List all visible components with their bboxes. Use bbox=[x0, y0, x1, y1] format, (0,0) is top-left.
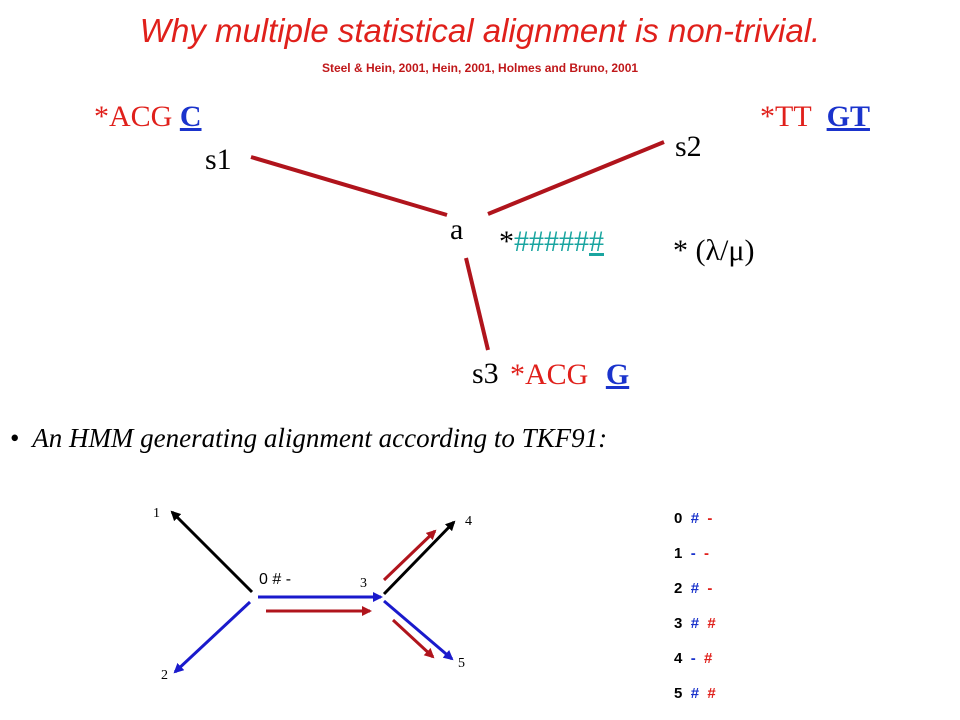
table-state: 5 bbox=[674, 685, 683, 702]
seq-a-star: * bbox=[499, 225, 514, 258]
table-state: 0 bbox=[674, 510, 683, 527]
arrow-red-3-to-5 bbox=[391, 618, 435, 659]
table-col1: - bbox=[690, 545, 696, 562]
table-col2: # bbox=[707, 685, 716, 702]
seq-s2: *TT GT bbox=[760, 100, 870, 134]
seq-s3-prefix: *ACG bbox=[510, 358, 589, 391]
node-label-s2: s2 bbox=[675, 130, 702, 163]
hmm-center-label: 0 # - bbox=[259, 571, 292, 588]
table-col2: - bbox=[707, 580, 713, 597]
node-label-s1: s1 bbox=[205, 143, 232, 176]
rate-ratio: * (λ/μ) bbox=[673, 234, 755, 267]
hmm-state-3: 3 bbox=[360, 576, 367, 591]
node-label-s3: s3 bbox=[472, 357, 499, 390]
table-col2: # bbox=[704, 650, 713, 667]
arrow-3-to-5 bbox=[383, 599, 454, 661]
seq-s1: *ACG C bbox=[94, 100, 202, 134]
branch-a-s3 bbox=[464, 257, 490, 351]
arrow-0-to-2 bbox=[173, 600, 252, 674]
slide-title: Why multiple statistical alignment is no… bbox=[139, 12, 821, 49]
branch-a-s2 bbox=[487, 140, 665, 216]
seq-s1-prefix: *ACG bbox=[94, 100, 173, 133]
node-label-a: a bbox=[450, 213, 464, 246]
hmm-state-1: 1 bbox=[153, 506, 160, 521]
table-row: 4 - # bbox=[674, 650, 716, 685]
table-state: 2 bbox=[674, 580, 683, 597]
bullet-line: • An HMM generating alignment according … bbox=[10, 423, 607, 454]
seq-s2-last: GT bbox=[826, 100, 870, 133]
table-row: 1 - - bbox=[674, 545, 716, 580]
table-row: 2 # - bbox=[674, 580, 716, 615]
table-col1: # bbox=[690, 685, 700, 702]
table-col2: - bbox=[707, 510, 713, 527]
bullet-text: An HMM generating alignment according to… bbox=[32, 423, 608, 453]
branch-a-s1 bbox=[250, 155, 448, 217]
table-col1: # bbox=[690, 510, 700, 527]
seq-a: *###### bbox=[499, 225, 604, 259]
seq-s3-last: G bbox=[605, 358, 630, 391]
bullet-dot: • bbox=[10, 423, 20, 453]
seq-s1-last: C bbox=[179, 100, 202, 133]
table-col1: - bbox=[690, 650, 696, 667]
state-table: 0 # - 1 - - 2 # - 3 # # 4 - # 5 # # bbox=[674, 510, 716, 720]
seq-s3: *ACG G bbox=[510, 358, 629, 392]
seq-s2-prefix: *TT bbox=[760, 100, 812, 133]
arrow-3-to-4 bbox=[382, 520, 456, 596]
table-row: 5 # # bbox=[674, 685, 716, 720]
seq-a-last: # bbox=[589, 225, 604, 258]
table-state: 3 bbox=[674, 615, 683, 632]
table-col1: # bbox=[690, 615, 700, 632]
table-row: 3 # # bbox=[674, 615, 716, 650]
hmm-state-4: 4 bbox=[465, 514, 472, 529]
table-state: 4 bbox=[674, 650, 683, 667]
arrow-red-3-to-4 bbox=[382, 529, 437, 582]
table-col2: - bbox=[704, 545, 710, 562]
table-col1: # bbox=[690, 580, 700, 597]
table-state: 1 bbox=[674, 545, 683, 562]
citation: Steel & Hein, 2001, Hein, 2001, Holmes a… bbox=[321, 61, 639, 75]
table-col2: # bbox=[707, 615, 716, 632]
table-row: 0 # - bbox=[674, 510, 716, 545]
arrow-0-to-1 bbox=[170, 510, 254, 594]
hmm-state-2: 2 bbox=[161, 668, 168, 683]
seq-a-body: ##### bbox=[514, 225, 589, 258]
hmm-state-5: 5 bbox=[458, 656, 465, 671]
